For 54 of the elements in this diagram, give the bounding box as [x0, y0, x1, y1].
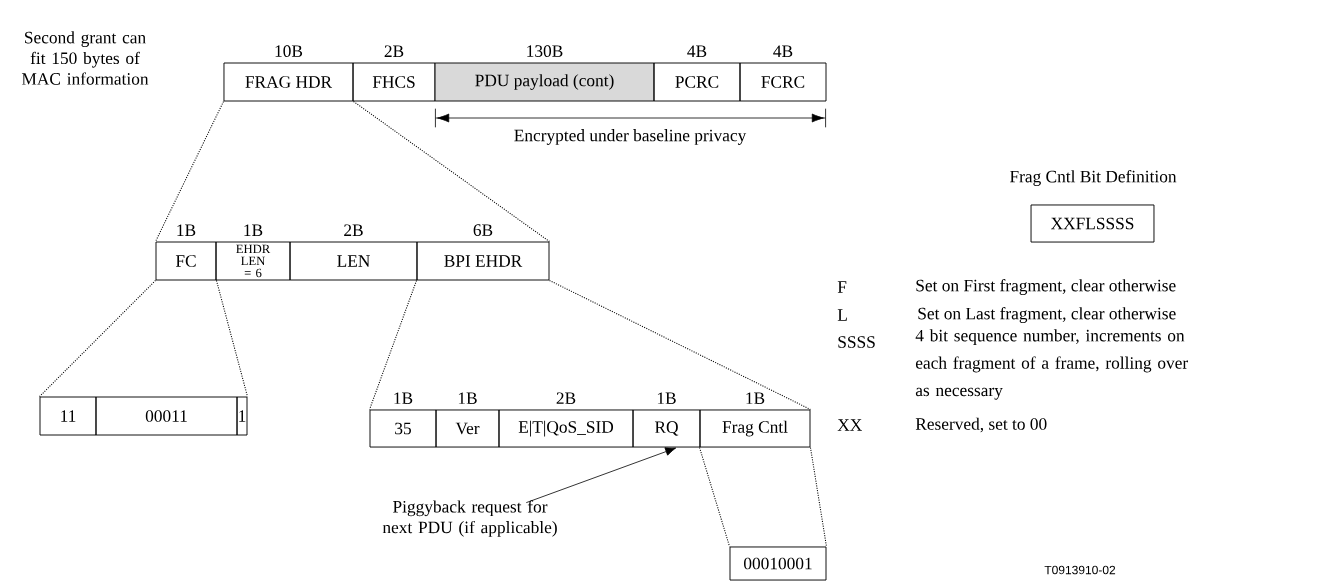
zoom-line — [699, 446, 731, 548]
figure-id: T0913910-02 — [1044, 565, 1116, 575]
zoom-line — [548, 279, 811, 411]
size-label: 4B — [771, 44, 795, 59]
size-label: 10B — [272, 43, 305, 59]
size-label: 6B — [471, 222, 495, 238]
field-box: FC — [155, 241, 217, 281]
bit-definition-box: XXFLSSSS — [1030, 204, 1155, 243]
field-box: EHDR LEN = 6 — [215, 241, 291, 281]
bit-box: 00011 — [95, 396, 238, 436]
size-label: 4B — [685, 44, 709, 59]
field-box: BPI EHDR — [416, 241, 550, 281]
field-box: LEN — [289, 241, 418, 281]
definition-text: Set on First fragment, clear otherwise — [916, 279, 1176, 295]
field-box: Ver — [435, 409, 500, 448]
note-text: Second grant can fit 150 bytes of MAC information — [21, 31, 149, 85]
zoom-line — [809, 446, 827, 548]
size-label: 1B — [174, 223, 198, 238]
definition-text: Reserved, set to 00 — [915, 417, 1047, 433]
field-box: Frag Cntl — [699, 409, 811, 448]
field-box: PCRC — [653, 62, 741, 102]
zoom-line — [352, 100, 550, 243]
field-box: FHCS — [352, 62, 436, 102]
zoom-line — [369, 279, 418, 411]
zoom-line — [155, 100, 225, 243]
size-label: 1B — [391, 391, 415, 406]
size-label: 1B — [241, 223, 265, 238]
dimension-label: Encrypted under baseline privacy — [514, 129, 747, 145]
field-box: PDU payload (cont) — [434, 62, 655, 102]
bit-box: 11 — [39, 396, 97, 436]
size-label: 1B — [456, 391, 479, 406]
size-label: 2B — [382, 44, 406, 59]
zoom-line — [215, 279, 248, 398]
bit-symbol: F — [837, 281, 847, 293]
heading-text: Frag Cntl Bit Definition — [1010, 170, 1177, 186]
definition-text: Set on Last fragment, clear otherwise — [918, 307, 1176, 323]
bit-symbol: SSSS — [838, 336, 875, 348]
arrow — [525, 447, 677, 504]
bit-box: 00010001 — [729, 546, 827, 581]
field-box: 35 — [369, 409, 437, 448]
size-label: 1B — [743, 391, 767, 406]
size-label: 1B — [655, 391, 678, 406]
bit-box: 1 — [236, 396, 248, 436]
annotation-text: Piggyback request for next PDU (if applicable) — [382, 500, 557, 537]
definition-text: 4 bit sequence number, increments on each fragment of a frame, rolling over as necessary — [915, 329, 1188, 400]
field-box: FRAG HDR — [223, 62, 354, 102]
bit-symbol: XX — [837, 419, 862, 431]
size-label: 130B — [524, 43, 565, 59]
size-label: 2B — [554, 391, 578, 406]
field-box: FCRC — [739, 62, 827, 102]
field-box: E|T|QoS_SID — [498, 409, 634, 448]
size-label: 2B — [342, 223, 365, 238]
field-box: RQ — [632, 409, 701, 448]
bit-symbol: L — [837, 309, 847, 321]
